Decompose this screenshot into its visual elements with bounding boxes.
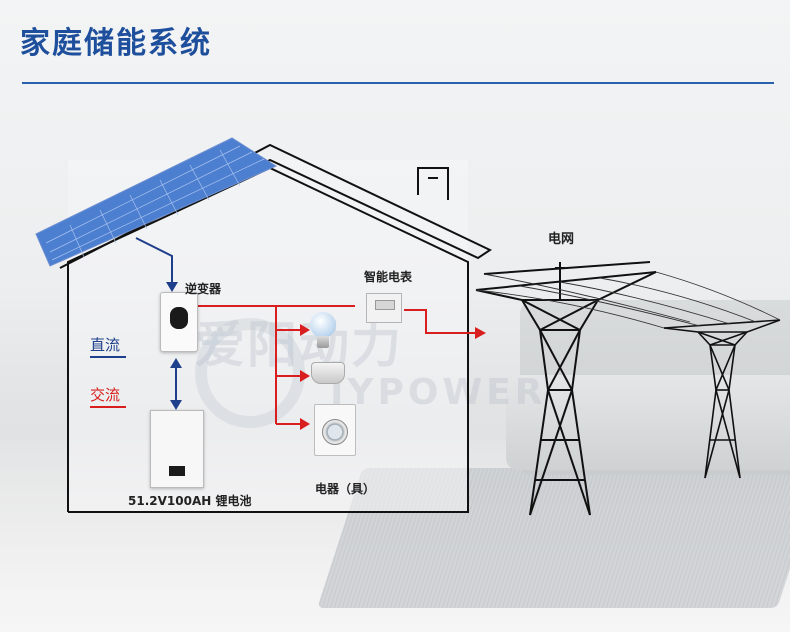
- legend-ac-line: [90, 406, 126, 408]
- rice-cooker-icon: [311, 362, 345, 384]
- inverter-label: 逆变器: [185, 282, 222, 296]
- solar-panel-icon: [35, 137, 278, 267]
- inverter-icon: [160, 292, 198, 352]
- meter-label: 智能电表: [364, 270, 413, 284]
- legend-ac: 交流: [90, 386, 121, 404]
- light-bulb-icon: [310, 312, 336, 338]
- battery-icon: [150, 410, 204, 488]
- legend-dc-line: [90, 356, 126, 358]
- light-bulb-base: [317, 336, 329, 348]
- appliances-label: 电器（具）: [315, 482, 376, 496]
- power-tower-icon-small: [663, 319, 781, 479]
- battery-label: 51.2V100AH 锂电池: [128, 494, 252, 508]
- watermark-cn: 爱阳动力: [195, 316, 403, 374]
- page-title: 家庭储能系统: [20, 26, 212, 61]
- transmission-wires: [475, 271, 781, 329]
- washing-machine-icon: [314, 404, 356, 456]
- watermark-en: IYPOWER: [330, 372, 547, 413]
- title-underline: [22, 82, 774, 84]
- smart-meter-icon: [366, 293, 402, 323]
- ac-lines: [198, 305, 475, 425]
- power-tower-icon: [475, 261, 657, 516]
- dc-line-solar-inverter: [135, 237, 173, 284]
- grid-label: 电网: [548, 232, 575, 247]
- ac-arrows: [300, 324, 486, 430]
- legend-dc: 直流: [90, 336, 121, 354]
